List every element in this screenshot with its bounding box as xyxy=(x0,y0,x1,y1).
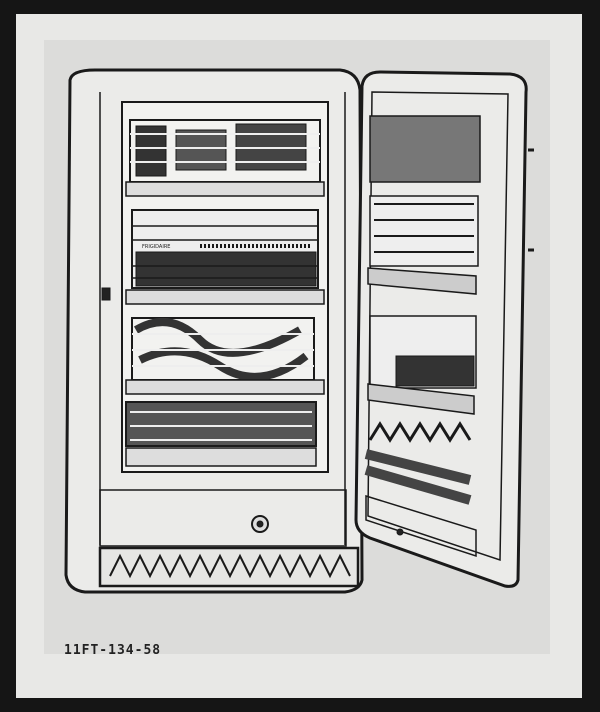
door-shelf-top xyxy=(369,115,481,183)
crisper-grille xyxy=(98,546,360,588)
brand-logo: FRIGIDAIRE xyxy=(142,244,170,250)
shelf-group xyxy=(125,119,325,467)
caption-code: 11FT-134-58 xyxy=(64,643,162,658)
bottle-rack xyxy=(368,421,472,443)
